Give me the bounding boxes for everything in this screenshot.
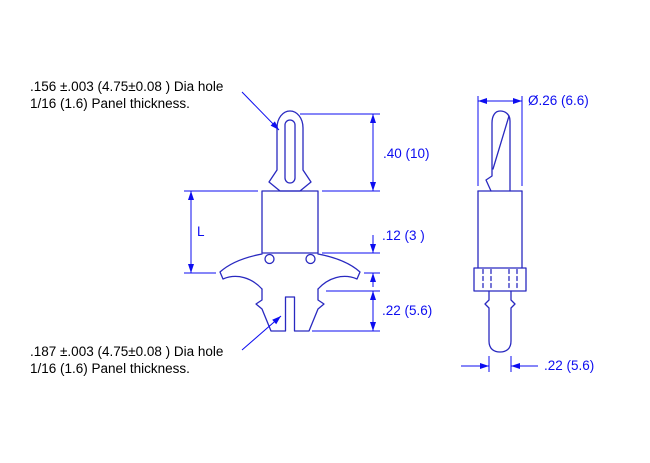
dim-label-side-bottom-snap: .22 (5.6) [544,358,594,373]
arrow-down-body-length [188,264,194,273]
arrow-leader-top [270,121,279,130]
side-wing-block [473,267,527,292]
dim-label-top-snap-height: .40 (10) [383,146,430,161]
arrow-up-body-length [188,191,194,200]
dim-label-body-diameter: Ø.26 (6.6) [528,93,589,108]
front-top-snap-slot [284,119,296,184]
side-snap-legs [484,290,516,353]
front-body [261,190,319,254]
front-view [219,110,361,332]
arrow-down-leg-bottom [370,322,376,331]
dim-label-front-bottom-snap: .22 (5.6) [382,303,432,318]
front-snap-legs [255,288,325,332]
arrow-leader-bottom [272,316,281,325]
front-right-wing [317,253,361,290]
arrow-down-body-bottom [370,244,376,253]
side-top-snap-ramp [492,115,510,170]
side-view [473,110,527,353]
arrow-down-cap [370,182,376,191]
front-right-rivet [305,253,316,265]
dimension-lines [184,91,538,372]
front-left-wing [219,253,263,290]
dimension-arrowheads [188,98,522,369]
arrow-up-snap-top [370,114,376,123]
arrow-up-leg-top [370,291,376,300]
note-labels: .156 ±.003 (4.75±0.08 ) Dia hole 1/16 (1… [30,79,223,376]
part-outlines [219,110,527,353]
arrow-left-dia [478,98,487,104]
note-top-hole-line1: .156 ±.003 (4.75±0.08 ) Dia hole [30,79,223,94]
front-left-rivet [264,253,275,265]
dim-label-panel-gap: .12 (3 ) [382,228,425,243]
arrow-right-side-leg [480,363,489,369]
arrow-left-side-leg [511,363,520,369]
arrow-right-dia [513,98,522,104]
note-top-hole-line2: 1/16 (1.6) Panel thickness. [30,96,190,111]
dim-label-body-length: L [197,224,205,239]
dimension-labels: .40 (10) .12 (3 ) .22 (5.6) L Ø.26 (6.6)… [197,93,594,373]
note-bottom-hole-line2: 1/16 (1.6) Panel thickness. [30,361,190,376]
note-bottom-hole-line1: .187 ±.003 (4.75±0.08 ) Dia hole [30,344,223,359]
arrow-up-wing-plane [370,273,376,282]
